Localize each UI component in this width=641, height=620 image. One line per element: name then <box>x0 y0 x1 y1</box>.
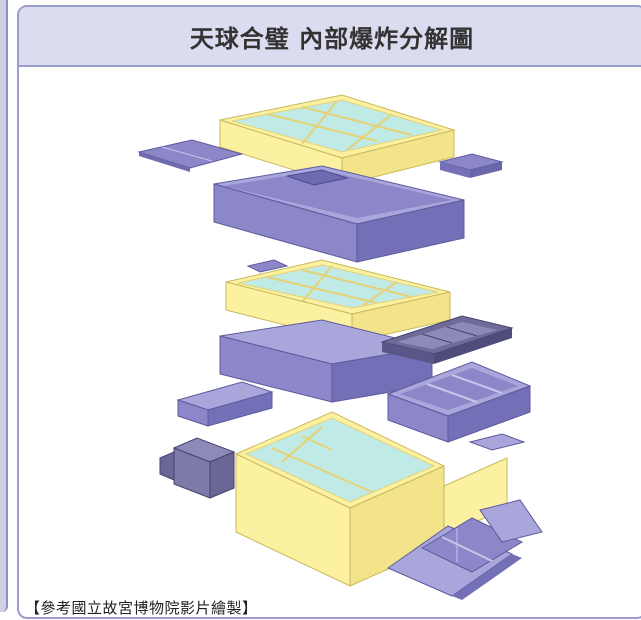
lower-purple-box <box>219 319 433 403</box>
small-lid-left <box>137 139 244 172</box>
open-drawer-right <box>386 361 532 451</box>
panel-header: 天球合璧 內部爆炸分解圖 <box>19 7 641 67</box>
drawer-left <box>176 381 274 427</box>
small-cabinet-left <box>159 437 236 499</box>
base-yellow-box <box>234 411 508 587</box>
middle-yellow-tray <box>225 259 451 343</box>
diagram-panel: 天球合璧 內部爆炸分解圖 <box>17 5 641 619</box>
folding-tray-right <box>386 499 543 600</box>
left-panel-edge <box>0 0 8 612</box>
small-box-right-top <box>438 153 504 178</box>
dark-drawer-right <box>380 315 514 364</box>
panel-title: 天球合璧 內部爆炸分解圖 <box>189 24 475 53</box>
exploded-diagram <box>137 94 543 600</box>
top-yellow-tray <box>219 94 456 186</box>
upper-purple-box <box>213 165 465 263</box>
source-caption: 【參考國立故宮博物院影片繪製】 <box>25 599 258 617</box>
